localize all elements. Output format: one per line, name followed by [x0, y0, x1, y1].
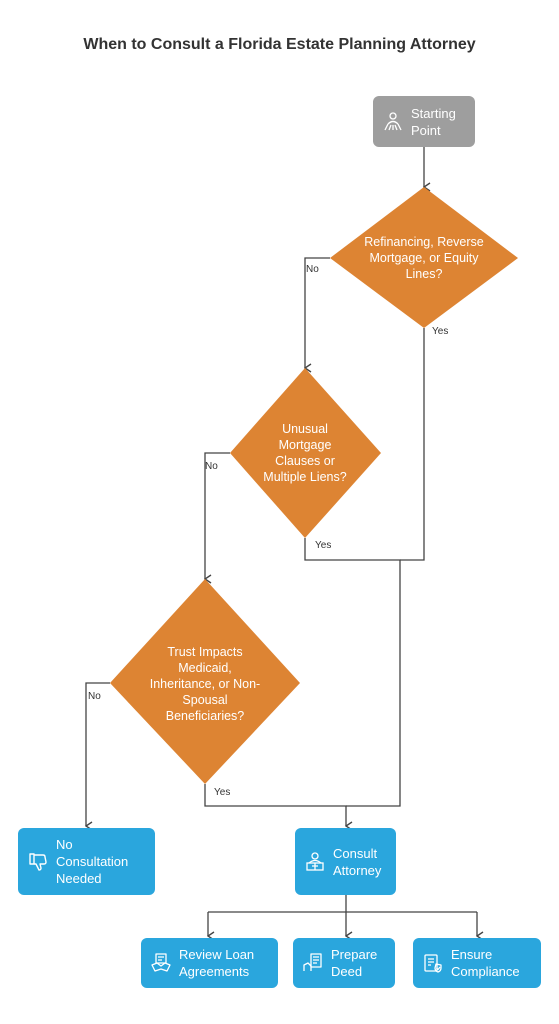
- edge-label-q3-no: No: [88, 691, 101, 702]
- edge-consult-branch: [208, 895, 477, 913]
- prepare-deed-label: Prepare Deed: [331, 947, 378, 979]
- ensure-compliance-node: Ensure Compliance: [413, 938, 541, 988]
- consult-attorney-node: Consult Attorney: [295, 828, 396, 895]
- edge-q3-no: [86, 682, 110, 826]
- decision-mortgage-clauses-label: Unusual Mortgage Clauses or Multiple Lie…: [263, 422, 347, 484]
- decision-diamond-refinancing: [330, 187, 518, 328]
- ensure-compliance-label: Ensure Compliance: [451, 947, 520, 979]
- review-loan-label: Review Loan Agreements: [179, 947, 255, 979]
- handshake-icon: [149, 951, 173, 975]
- edge-label-q1-yes: Yes: [432, 326, 449, 337]
- decision-diamond-mortgage-clauses: [230, 368, 381, 538]
- edge-label-q2-yes: Yes: [315, 540, 332, 551]
- edge-label-q1-no: No: [306, 264, 319, 275]
- checklist-shield-icon: [421, 951, 445, 975]
- decision-refinancing-label: Refinancing, Reverse Mortgage, or Equity…: [364, 235, 484, 281]
- thumbs-down-icon: [26, 850, 50, 874]
- edge-q2-yes: [304, 538, 401, 807]
- edge-label-q3-yes: Yes: [214, 787, 231, 798]
- prepare-deed-node: Prepare Deed: [293, 938, 395, 988]
- edge-label-q2-no: No: [205, 461, 218, 472]
- decision-trust-impacts-label: Trust Impacts Medicaid, Inheritance, or …: [149, 645, 261, 723]
- edge-q1-yes: [400, 328, 425, 561]
- edge-q1-no: [305, 257, 330, 368]
- consult-attorney-label: Consult Attorney: [333, 845, 382, 878]
- review-loan-node: Review Loan Agreements: [141, 938, 278, 988]
- no-consultation-node: No Consultation Needed: [18, 828, 155, 895]
- no-consultation-label: No Consultation Needed: [56, 837, 129, 886]
- start-label: Starting Point: [411, 105, 456, 138]
- edge-q3-yes: [204, 784, 346, 826]
- lawyer-desk-icon: [303, 850, 327, 874]
- person-icon: [381, 110, 405, 134]
- decision-diamond-trust-impacts: [110, 579, 300, 784]
- edge-q2-no: [205, 452, 230, 579]
- diagram-title: When to Consult a Florida Estate Plannin…: [83, 36, 476, 53]
- start-node: Starting Point: [373, 96, 475, 147]
- document-hand-icon: [301, 951, 325, 975]
